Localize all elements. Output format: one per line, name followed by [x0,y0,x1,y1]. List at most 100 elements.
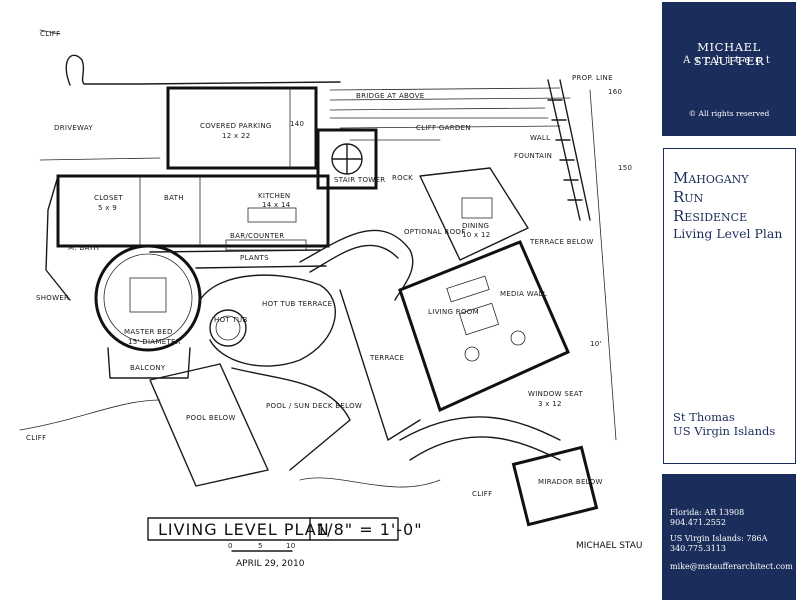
cliff-line-left [19,399,161,431]
usvi-phone: 340.775.3113 [670,544,726,553]
label-closet-size: 5 x 9 [98,204,117,212]
label-mirador: MIRADOR BELOW [538,478,603,486]
firm-role: Architect [683,55,775,66]
coffee-table [458,302,500,336]
label-bridge: BRIDGE AT ABOVE [356,92,425,100]
planter-band [149,249,327,269]
label-dim-160: 160 [608,88,622,96]
label-covered-parking: COVERED PARKING [200,122,272,130]
label-kitchen-size: 14 x 14 [262,201,291,209]
label-parking-size: 12 x 22 [222,132,251,140]
label-cliff-garden: CLIFF GARDEN [416,124,471,132]
project-line-3: Residence [673,207,748,225]
project-line-1: Mahogany [673,169,749,187]
firm-brand-block: Michael Stauffer Architect © All rights … [662,2,796,136]
chair-1 [464,346,480,362]
stair-spiral [331,143,363,175]
project-line-2: Run [673,188,704,206]
rights-notice: © All rights reserved [688,109,770,118]
drawing-scale: 1/8" = 1'-0" [316,520,423,539]
usvi-license-text: US Virgin Islands: 786A [670,534,768,543]
label-wall: WALL [530,134,550,142]
sheet-title-block: Mahogany Run Residence Living Level Plan… [663,148,796,464]
contact-block: Florida: AR 13908 904.471.2552 US Virgin… [662,474,796,600]
scale-mark-0: 0 [228,542,233,550]
path-to-mirador [399,416,561,461]
label-cliff-bottom: CLIFF [472,490,492,498]
fountain-stairs [547,79,591,221]
drawing-title: LIVING LEVEL PLAN [158,520,330,539]
service-block-outline [56,174,330,248]
master-bed-inner [103,253,193,343]
label-bar-counter: BAR/COUNTER [230,232,284,240]
label-media-wall: MEDIA WALL [500,290,547,298]
florida-license-text: Florida: AR 13908 [670,508,745,517]
dining-outline [419,167,529,261]
label-dim-140: 140 [290,120,304,128]
cliff-hatching-top [329,87,571,141]
curved-walkway-inner [309,244,399,273]
stair-tower-outline [316,128,378,190]
drawing-date: APRIL 29, 2010 [236,559,305,569]
dining-table [461,197,493,219]
hot-tub [209,309,247,347]
mirador-outline [511,445,599,527]
florida-phone: 904.471.2552 [670,518,726,527]
hot-tub-terrace [199,274,336,367]
label-pool-below: POOL BELOW [186,414,236,422]
label-window-seat: WINDOW SEAT [528,390,583,398]
label-pool-deck: POOL / SUN DECK BELOW [266,402,362,410]
florida-license: Florida: AR 13908 904.471.2552 [670,508,744,528]
scale-mark-10: 10 [286,542,296,550]
living-room-outline [398,240,570,413]
label-terrace-below: TERRACE BELOW [529,238,594,246]
pool-deck-outline [149,363,269,487]
label-living-room: LIVING ROOM [428,308,479,316]
label-window-seat-size: 3 x 12 [538,400,562,408]
label-shower: SHOWER [36,294,69,302]
hot-tub-inner [215,315,241,341]
label-rock: ROCK [392,174,413,182]
label-balcony: BALCONY [130,364,166,372]
sheet-title: Living Level Plan [673,226,783,241]
label-stair-tower: STAIR TOWER [334,176,385,184]
bed [129,277,167,313]
m-bath-outline [45,175,71,301]
label-dim-150: 150 [618,164,632,172]
lower-deck [231,367,351,471]
location-line-2: US Virgin Islands [673,424,776,438]
covered-parking-outline [166,86,318,170]
project-location: St Thomas US Virgin Islands [673,410,775,438]
kitchen-island [247,207,297,223]
contact-email[interactable]: mike@mstaufferarchitect.com [670,562,793,571]
driveway-edge [65,54,341,86]
drawing-title-frame [147,517,399,541]
prop-line [589,89,617,441]
label-kitchen: KITCHEN [258,192,290,200]
project-name: Mahogany Run Residence [673,169,749,226]
label-fountain: FOUNTAIN [514,152,552,160]
label-hot-tub-terrace: HOT TUB TERRACE [262,300,332,308]
label-terrace: TERRACE [369,354,404,362]
label-hot-tub: HOT TUB [214,316,248,324]
label-m-bath: M. BATH [68,244,99,252]
label-closet: CLOSET [94,194,123,202]
label-dining: DINING [462,222,489,230]
label-cliff-left: CLIFF [26,434,46,442]
label-planter: PLANTS [240,254,269,262]
curved-walkway [299,229,414,301]
location-line-1: St Thomas [673,410,735,424]
sofa [446,275,490,303]
balcony-outline [107,347,191,379]
chair-2 [510,330,526,346]
label-master-bed: MASTER BED [124,328,173,336]
usvi-license: US Virgin Islands: 786A 340.775.3113 [670,534,767,554]
label-optional-roof: OPTIONAL ROOF [404,228,466,236]
terrace-edge [339,289,421,441]
driveway-inner [39,29,161,161]
label-prop-line: PROP. LINE [572,74,613,82]
label-cliff-top: CLIFF [40,30,60,38]
label-driveway: DRIVEWAY [54,124,93,132]
firm-name: Michael Stauffer [693,40,765,68]
label-dining-size: 10 x 12 [462,231,491,239]
